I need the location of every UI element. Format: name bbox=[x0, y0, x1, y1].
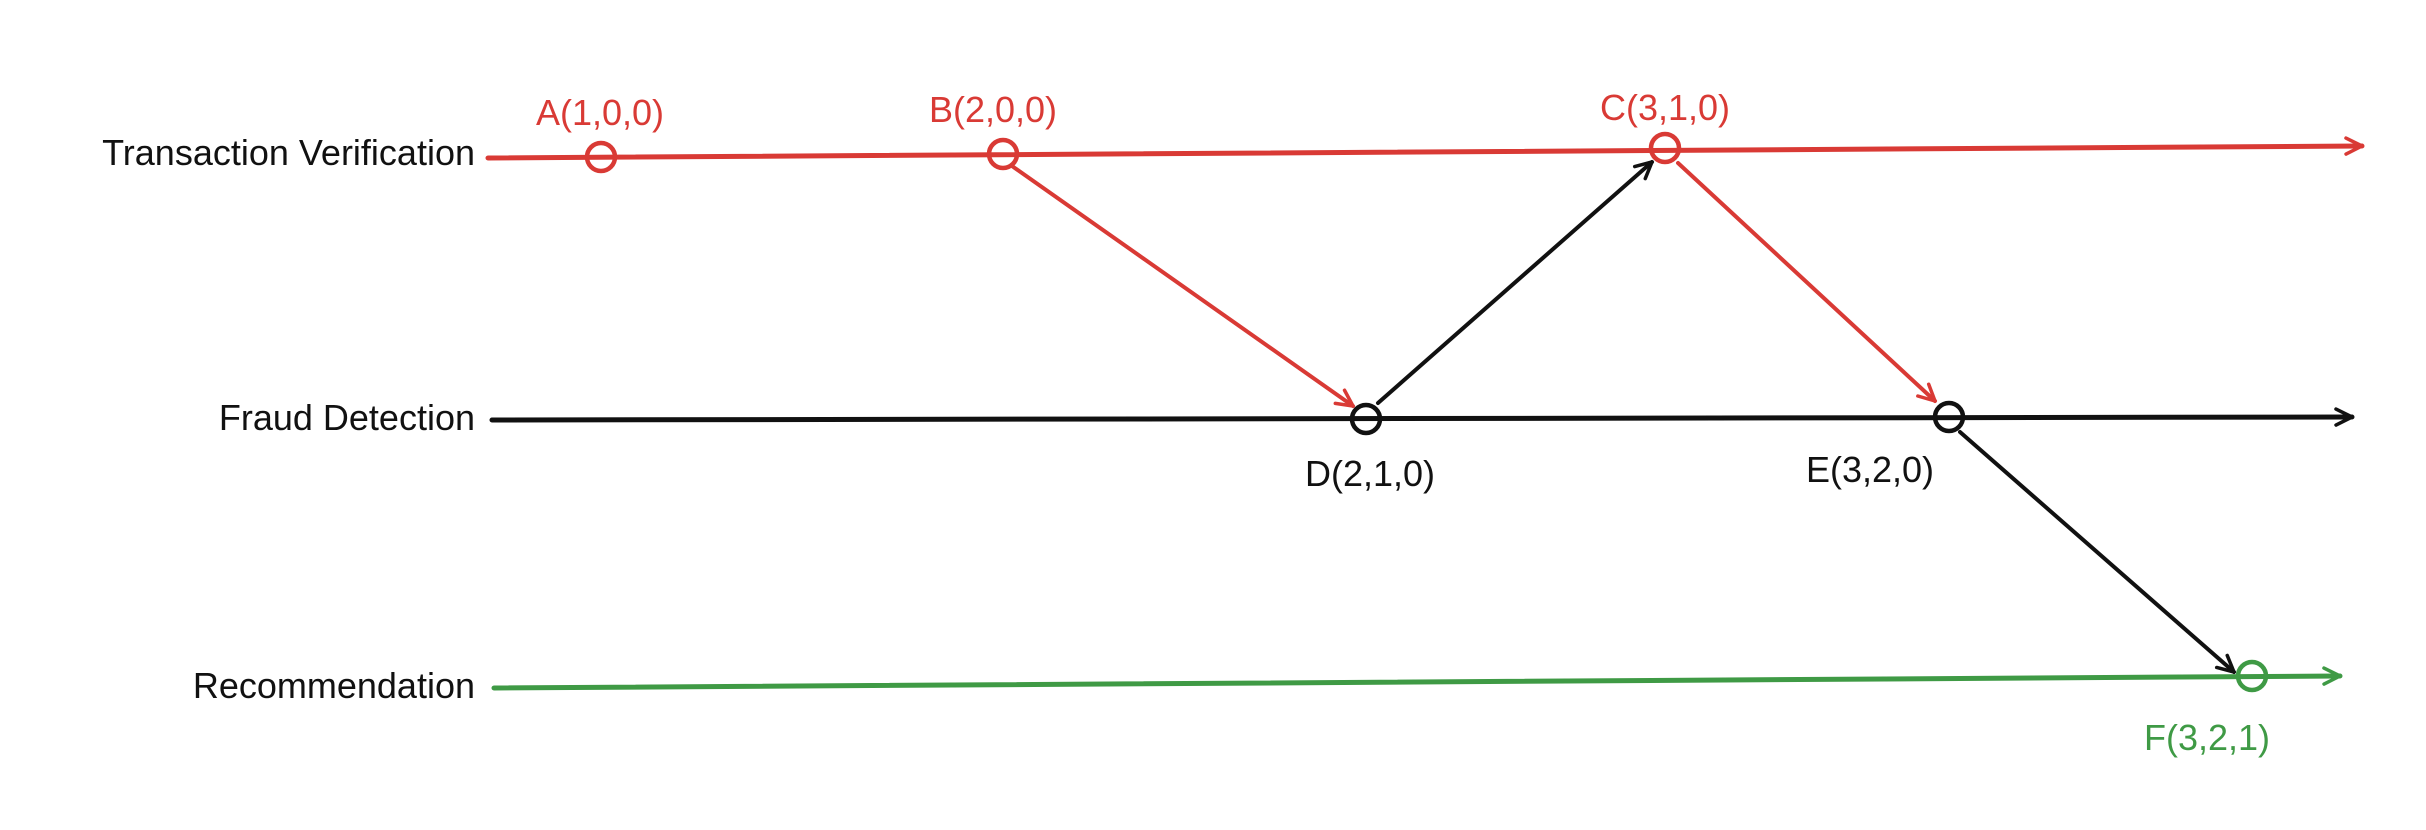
event-label-e: E(3,2,0) bbox=[1806, 449, 1934, 490]
message-arrow-b-to-d bbox=[1010, 164, 1355, 408]
event-marker-c bbox=[1648, 131, 1682, 165]
message-arrow-d-to-c bbox=[1376, 160, 1654, 405]
event-marker-e bbox=[1932, 400, 1966, 434]
event-marker-b bbox=[986, 137, 1020, 171]
lane-label-recommendation: Recommendation bbox=[193, 665, 475, 706]
event-label-c: C(3,1,0) bbox=[1600, 87, 1730, 128]
event-label-d: D(2,1,0) bbox=[1305, 453, 1435, 494]
timeline-transaction-verification bbox=[485, 136, 2365, 161]
message-arrow-e-to-f bbox=[1958, 430, 2236, 674]
event-label-b: B(2,0,0) bbox=[929, 89, 1057, 130]
lane-label-fraud-detection: Fraud Detection bbox=[219, 397, 475, 438]
event-label-a: A(1,0,0) bbox=[536, 92, 664, 133]
timeline-fraud-detection bbox=[489, 407, 2355, 427]
event-marker-d bbox=[1349, 402, 1383, 436]
event-marker-f bbox=[2235, 659, 2269, 693]
timeline-recommendation bbox=[491, 666, 2343, 691]
lane-label-transaction-verification: Transaction Verification bbox=[102, 132, 475, 173]
message-arrow-c-to-e bbox=[1676, 161, 1937, 403]
event-label-f: F(3,2,1) bbox=[2144, 717, 2270, 758]
event-marker-a bbox=[584, 140, 618, 174]
